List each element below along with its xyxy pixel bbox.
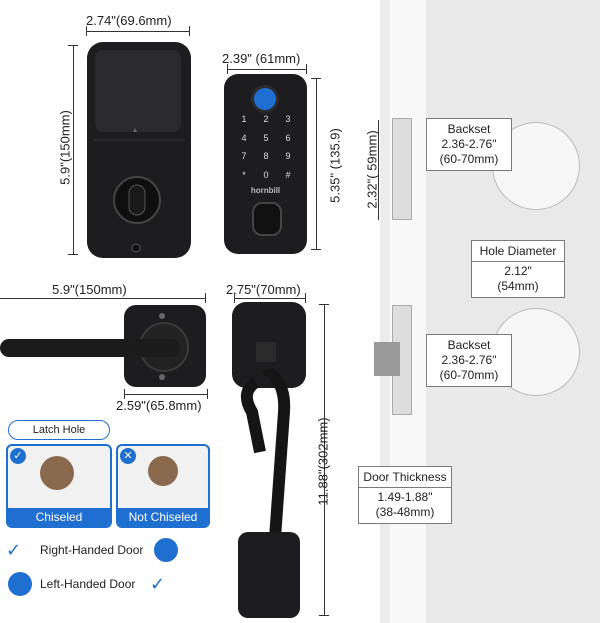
handle-illustration [232,302,306,618]
key-2[interactable]: 2 [263,114,269,124]
keypad-lock-illustration: 1 2 3 4 5 6 7 8 9 * 0 # hornbill [224,74,307,254]
fingerprint-icon [254,88,276,110]
key-3[interactable]: 3 [285,114,291,124]
door-icon [8,572,32,596]
latch-not-chiseled-card: ✕ Not Chiseled [116,444,210,528]
door-thickness-label: Door Thickness 1.49-1.88" (38-48mm) [358,466,452,524]
key-7[interactable]: 7 [241,151,247,161]
key-4[interactable]: 4 [241,132,247,143]
not-chiseled-label: Not Chiseled [118,508,208,526]
right-handed-row: ✓ Right-Handed Door [4,538,184,564]
latch-hole-tab: Latch Hole [8,420,110,440]
key-0[interactable]: 0 [263,169,269,180]
backset-top-label: Backset 2.36-2.76" (60-70mm) [426,118,512,171]
keyhole-icon [252,202,282,236]
door-icon [154,538,178,562]
left-handed-row: Left-Handed Door ✓ [4,572,184,598]
latch-chiseled-card: ✓ Chiseled [6,444,112,528]
front-width-dimension: 2.74"(69.6mm) [86,13,190,36]
strike-plate-top [392,118,412,220]
wood-hole-image [40,456,74,490]
door-edge-photo [374,0,600,623]
key-star[interactable]: * [242,169,246,180]
keypad-grid: 1 2 3 4 5 6 7 8 9 * 0 # [236,114,296,184]
hole-diameter-label: Hole Diameter 2.12" (54mm) [471,240,565,298]
brand-logo: hornbill [250,186,281,195]
check-icon: ✓ [10,448,26,464]
x-icon: ✕ [120,448,136,464]
handle-width-dimension: 2.75"(70mm) [226,282,316,303]
lever-illustration [0,305,206,387]
hand-check-icon: ✓ [6,540,22,560]
handle-height-dimension: 11.88"(302mm) [316,304,338,616]
front-height-dimension: 5.9"(150mm) [58,45,78,255]
keypad-width-dimension: 2.39" (61mm) [222,51,312,74]
chiseled-label: Chiseled [8,508,110,526]
key-6[interactable]: 6 [285,132,291,143]
rose-size-dimension: 2.59"(65.8mm) [116,388,216,416]
backset-bottom-label: Backset 2.36-2.76" (60-70mm) [426,334,512,387]
keypad-height-dimension: 5.35" (135.9) [310,78,343,250]
edge-distance-dimension: 2.32"( 59mm) [364,120,384,220]
hand-check-icon: ✓ [150,574,166,594]
lever-length-dimension: 5.9"(150mm) [0,282,208,304]
key-8[interactable]: 8 [263,151,269,161]
door-face [426,0,600,623]
key-hash[interactable]: # [285,169,291,180]
latch-bolt [374,342,400,376]
key-9[interactable]: 9 [285,151,291,161]
wood-hole-image [148,456,178,486]
key-5[interactable]: 5 [263,132,269,143]
key-1[interactable]: 1 [241,114,247,124]
front-lock-illustration: ▲ [87,42,191,258]
svg-text:▲: ▲ [132,127,139,134]
